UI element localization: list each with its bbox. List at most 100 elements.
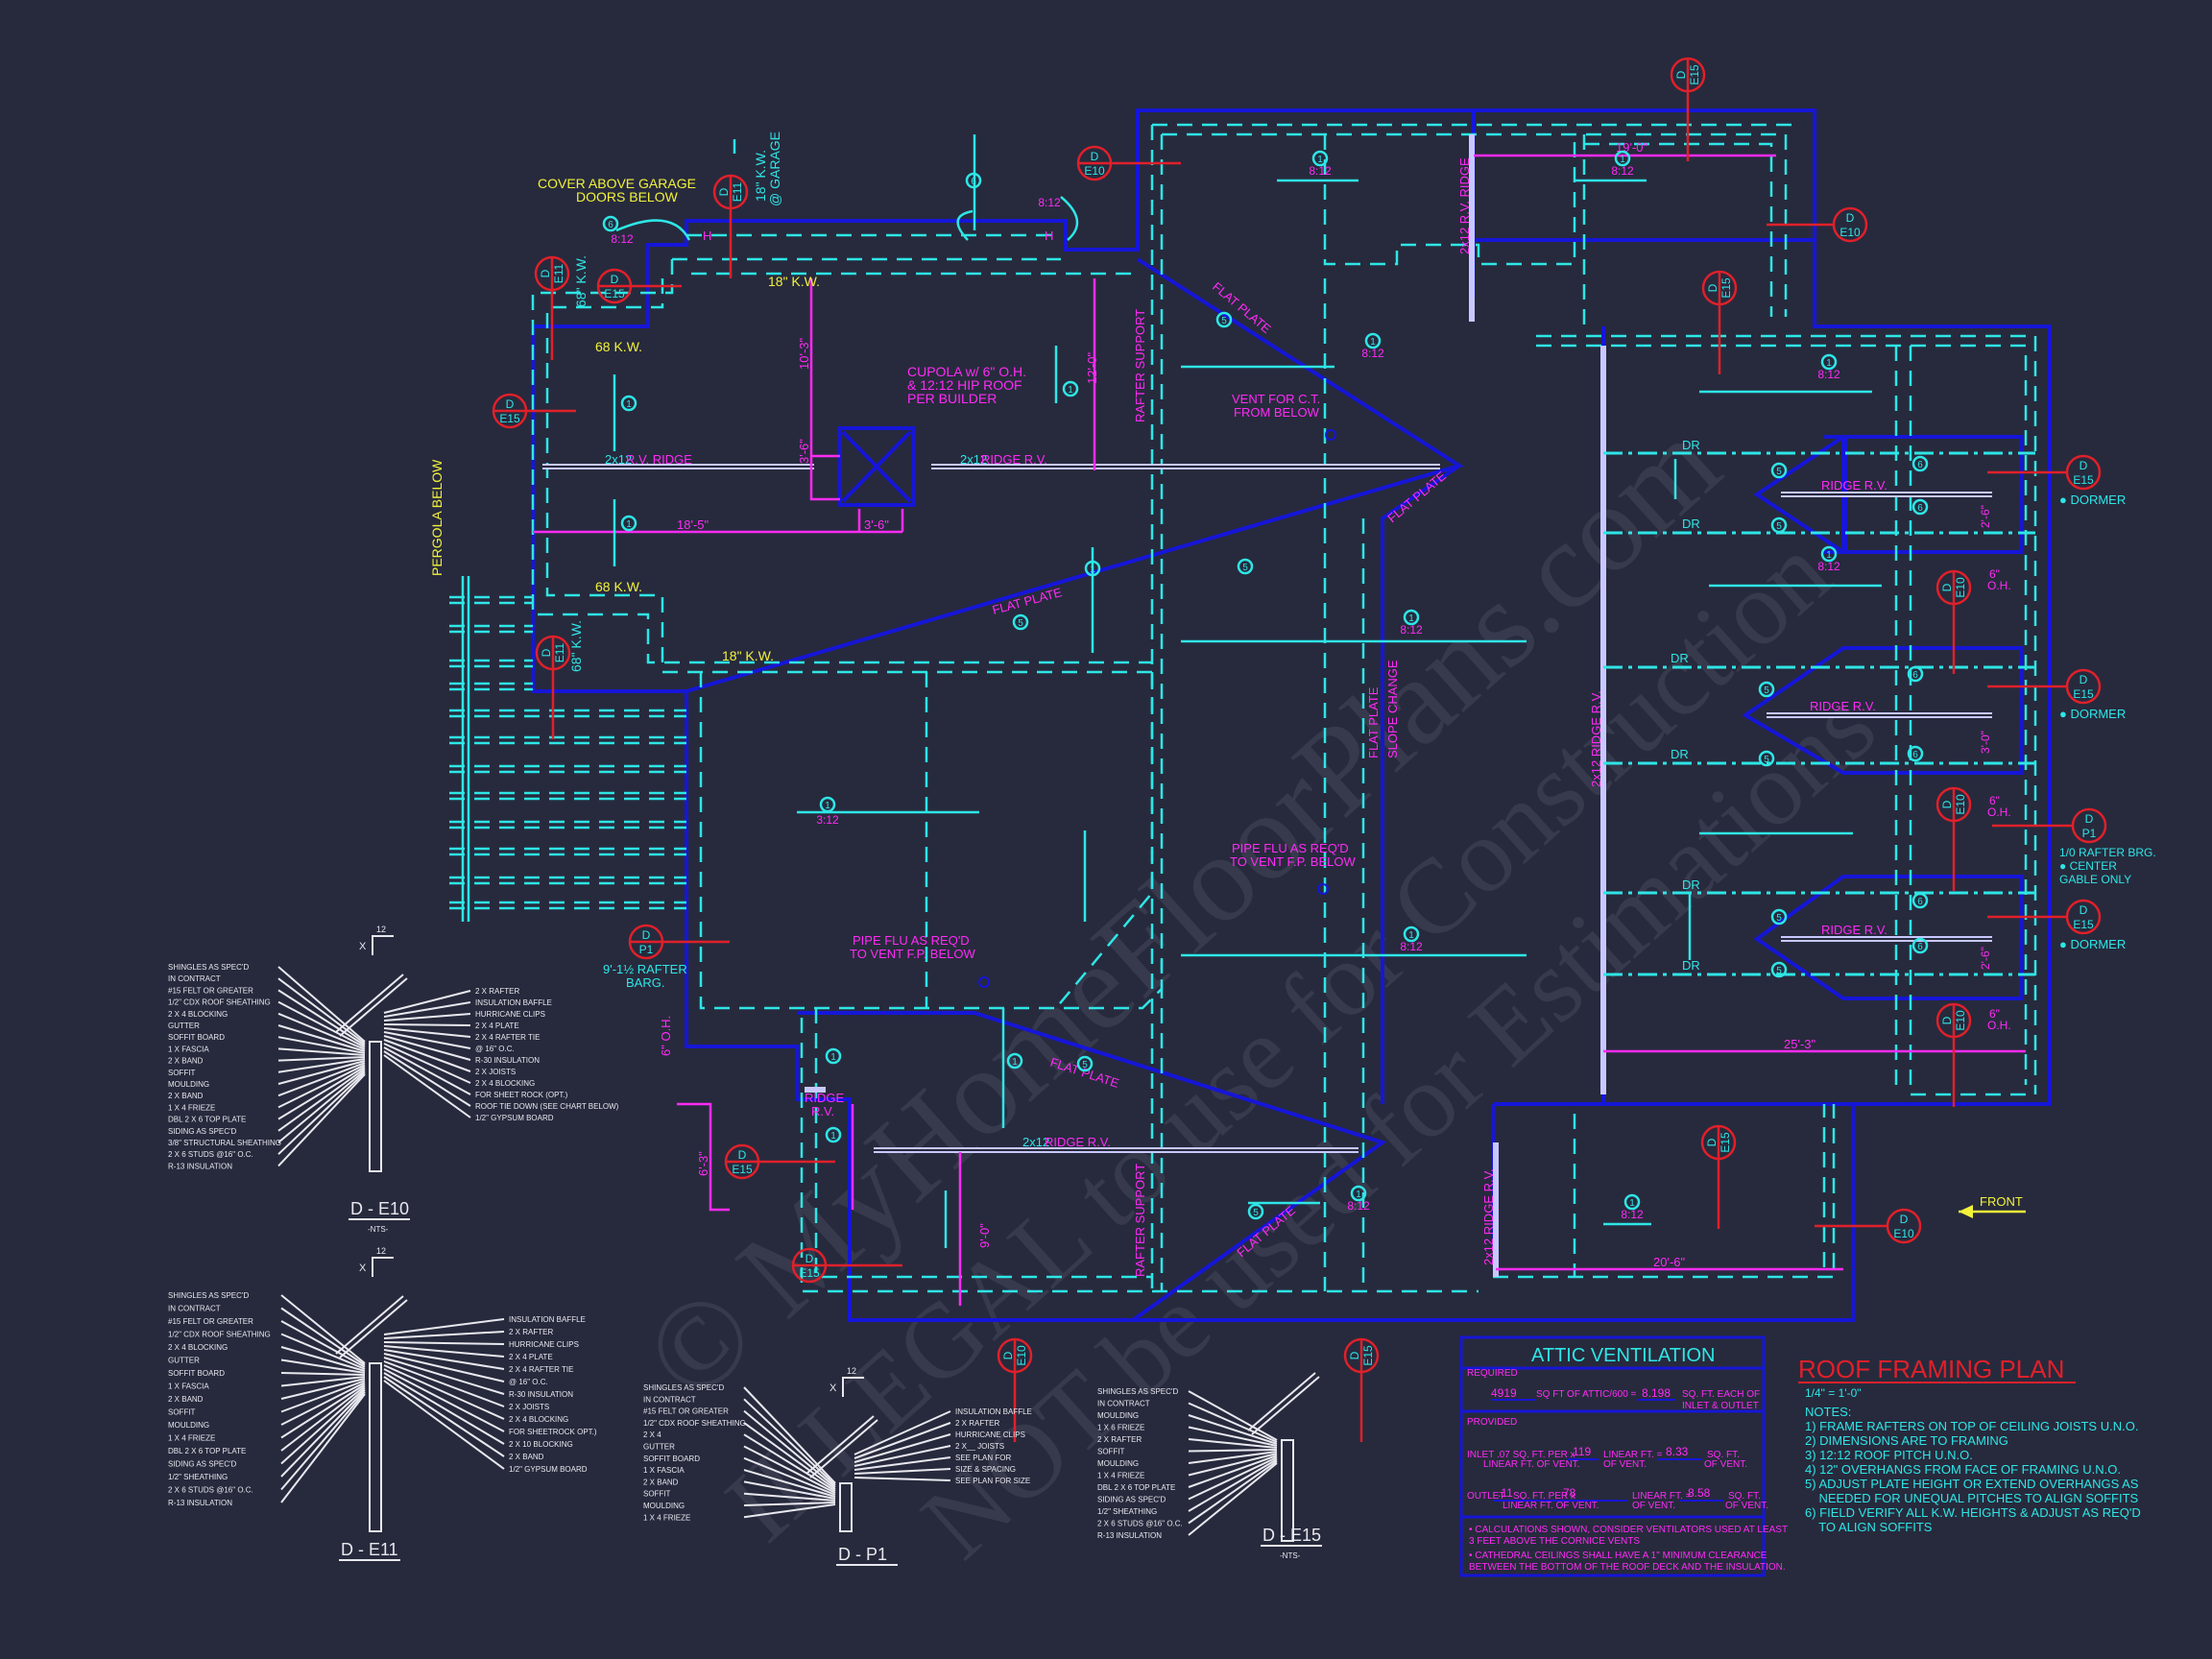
detail-label: #15 FELT OR GREATER xyxy=(168,1317,253,1326)
detail-label: INSULATION BAFFLE xyxy=(475,998,552,1007)
label-ridge-lower-size: 2x12 xyxy=(1022,1135,1049,1149)
callout-letter: D xyxy=(1940,583,1954,591)
rafter-tag: 1 xyxy=(825,801,830,811)
attic-outlet-text1: SQ. FT. PER x xyxy=(1513,1491,1575,1502)
attic-footnote-3: • CATHEDRAL CEILINGS SHALL HAVE A 1" MIN… xyxy=(1469,1551,1767,1561)
pergola-joist xyxy=(449,735,686,745)
title-block: ROOF FRAMING PLAN 1/4" = 1'-0" NOTES: 1)… xyxy=(1798,1355,2141,1534)
callout-letter: D xyxy=(805,1252,814,1265)
callout-letter: D xyxy=(738,1148,747,1162)
label-ridge-left: R.V. RIDGE xyxy=(626,452,692,467)
callout-letter: D xyxy=(1091,150,1099,163)
detail-pitch-x: X xyxy=(359,1262,367,1274)
detail-label: ROOF TIE DOWN (SEE CHART BELOW) xyxy=(475,1102,619,1111)
detail-label: INSULATION BAFFLE xyxy=(955,1407,1032,1416)
detail-label: FOR SHEETROCK OPT.) xyxy=(509,1428,597,1436)
rafter-tag: 5 xyxy=(1221,316,1227,326)
detail-label: SOFFIT xyxy=(1097,1448,1125,1456)
pergola-joist xyxy=(449,764,686,774)
dim-20-6: 20'-6" xyxy=(1653,1255,1686,1269)
detail-label: #15 FELT OR GREATER xyxy=(168,986,253,995)
detail-label: 2 X RAFTER xyxy=(1097,1435,1142,1444)
detail-label: GUTTER xyxy=(643,1443,675,1452)
detail-label: 2 X 6 STUDS @16" O.C. xyxy=(1097,1520,1183,1528)
callout-tag: E10 xyxy=(1839,226,1861,239)
dim-6-3: 6'-3" xyxy=(696,1151,710,1176)
label-cover-garage-2: DOORS BELOW xyxy=(576,189,679,204)
detail-label: 2 X 10 BLOCKING xyxy=(509,1440,573,1449)
callout-letter: D xyxy=(1674,70,1688,79)
detail-title: D - E15 xyxy=(1262,1526,1321,1545)
detail-label: 1 X 4 FRIEZE xyxy=(168,1434,215,1443)
rafter-tag: 1 xyxy=(1317,155,1323,165)
rafter-tag: 1 xyxy=(1826,550,1832,561)
pergola-joist xyxy=(449,682,533,691)
detail-label: 1 X FASCIA xyxy=(168,1382,209,1391)
label-rafter-brg-1: 9'-1½ RAFTER xyxy=(603,962,687,976)
pitch-label: 8:12 xyxy=(1621,1208,1644,1221)
dim-2-6-a: 2'-6" xyxy=(1979,505,1992,528)
callout-tag: E15 xyxy=(799,1266,820,1280)
pitch-label: 8:12 xyxy=(1400,623,1423,637)
rafter-tag: 1 xyxy=(1370,337,1376,348)
detail-label: MOULDING xyxy=(1097,1411,1139,1420)
callout-letter: D xyxy=(717,187,731,196)
callout-letter: D xyxy=(540,648,553,657)
detail-label: GUTTER xyxy=(168,1357,200,1365)
dim-3-0: 3'-0" xyxy=(1979,731,1992,754)
detail-label: SHINGLES AS SPEC'D xyxy=(643,1383,724,1392)
detail-label: 2 X 4 PLATE xyxy=(475,1022,519,1030)
label-kw18-mid: 18" K.W. xyxy=(722,648,774,663)
label-oh-2a: 6" xyxy=(1989,794,2000,807)
label-vent-ct-1: VENT FOR C.T. xyxy=(1232,392,1320,406)
detail-label: SIZE & SPACING xyxy=(955,1465,1016,1474)
wall-lines xyxy=(531,123,2037,1293)
note-5-cont: NEEDED FOR UNEQUAL PITCHES TO ALIGN SOFF… xyxy=(1805,1491,2139,1505)
label-pergola: PERGOLA BELOW xyxy=(429,459,445,576)
label-oh-1a: 6" xyxy=(1989,567,2000,581)
attic-outlet-label: OUTLET xyxy=(1467,1491,1504,1502)
rafter-tag: 5 xyxy=(1776,966,1782,976)
attic-outlet-sub2: OF VENT. xyxy=(1632,1501,1675,1511)
detail-label: SOFFIT BOARD xyxy=(168,1369,225,1378)
attic-req-text3: INLET & OUTLET xyxy=(1682,1401,1759,1411)
callout-letter: D xyxy=(2080,459,2088,472)
pergola-joist xyxy=(449,847,686,856)
note-4: 4) 12" OVERHANGS FROM FACE OF FRAMING U.… xyxy=(1805,1462,2121,1477)
rafter-tag: 1 xyxy=(1826,358,1832,369)
detail-label: DBL 2 X 6 TOP PLATE xyxy=(168,1447,246,1455)
detail-label: 1/2" CDX ROOF SHEATHING xyxy=(168,1331,271,1339)
rafter-tag: 1 xyxy=(1012,1057,1018,1068)
detail-label: 1 X FASCIA xyxy=(643,1466,685,1475)
detail-label: IN CONTRACT xyxy=(643,1395,696,1404)
callout-tag: E15 xyxy=(732,1163,753,1176)
detail-label: SEE PLAN FOR xyxy=(955,1454,1011,1462)
callout-tag: E15 xyxy=(1361,1345,1375,1366)
detail-label: SOFFIT xyxy=(168,1069,196,1077)
detail-label: SHINGLES AS SPEC'D xyxy=(168,1291,249,1300)
attic-ventilation-table: ATTIC VENTILATION REQUIRED 4919 SQ FT OF… xyxy=(1459,1335,1788,1577)
callout-letter: D xyxy=(2080,903,2088,917)
attic-inlet-unit: SQ. FT. xyxy=(1707,1450,1740,1460)
detail-label: 2 X 4 BLOCKING xyxy=(168,1010,228,1019)
rafter-tag: 6 xyxy=(1912,750,1918,760)
detail-label: SEE PLAN FOR SIZE xyxy=(955,1477,1030,1485)
attic-outlet-text2: LINEAR FT. = xyxy=(1632,1491,1692,1502)
attic-inlet-label: INLET .07 SQ. FT. PER x xyxy=(1467,1450,1575,1460)
detail-label: R-13 INSULATION xyxy=(1097,1531,1162,1540)
label-gable-3: GABLE ONLY xyxy=(2059,873,2131,886)
slope-arrows xyxy=(613,134,1882,1248)
detail-label: R-30 INSULATION xyxy=(509,1390,573,1399)
detail-label: @ 16" O.C. xyxy=(509,1378,548,1386)
detail-label: 1/2" SHEATHING xyxy=(1097,1507,1157,1516)
detail-label: #15 FELT OR GREATER xyxy=(643,1407,729,1416)
detail-label: 3/8" STRUCTURAL SHEATHING xyxy=(168,1139,281,1147)
label-pipe-flu-2-b: TO VENT F.P. BELOW xyxy=(850,947,975,961)
label-pipe-flu-1-a: PIPE FLU AS REQ'D xyxy=(1232,841,1349,855)
label-rafter-support-2: RAFTER SUPPORT xyxy=(1133,1164,1147,1277)
